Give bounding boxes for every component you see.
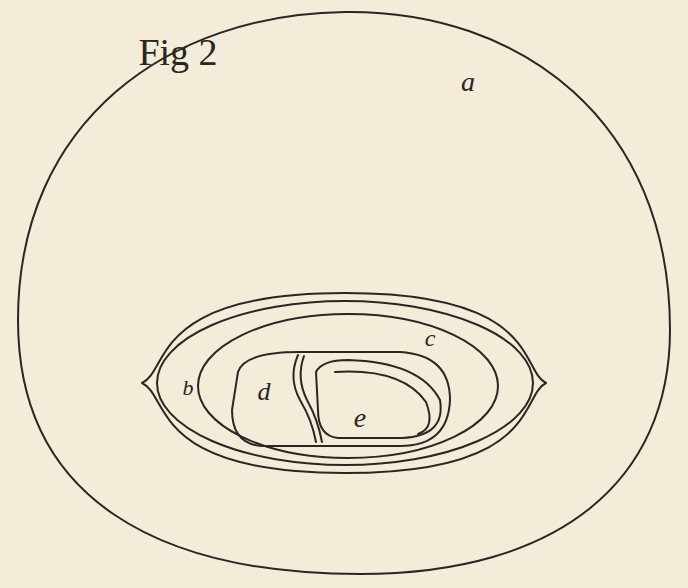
figure-number: Fig 2 [138,33,217,71]
divider-line [293,355,316,442]
seed-outline [316,360,441,438]
part-letter: b [183,377,194,399]
part-letter: d [258,379,271,405]
part-letter: c [425,326,436,350]
layer-outline [198,314,498,458]
part-letter: a [461,68,475,96]
band-inner-line [157,301,533,465]
seed-inner-curve [335,372,430,434]
chamber-outline [232,352,450,446]
outer-outline [18,12,670,574]
part-letter: e [354,404,366,432]
band-outline [142,293,546,473]
